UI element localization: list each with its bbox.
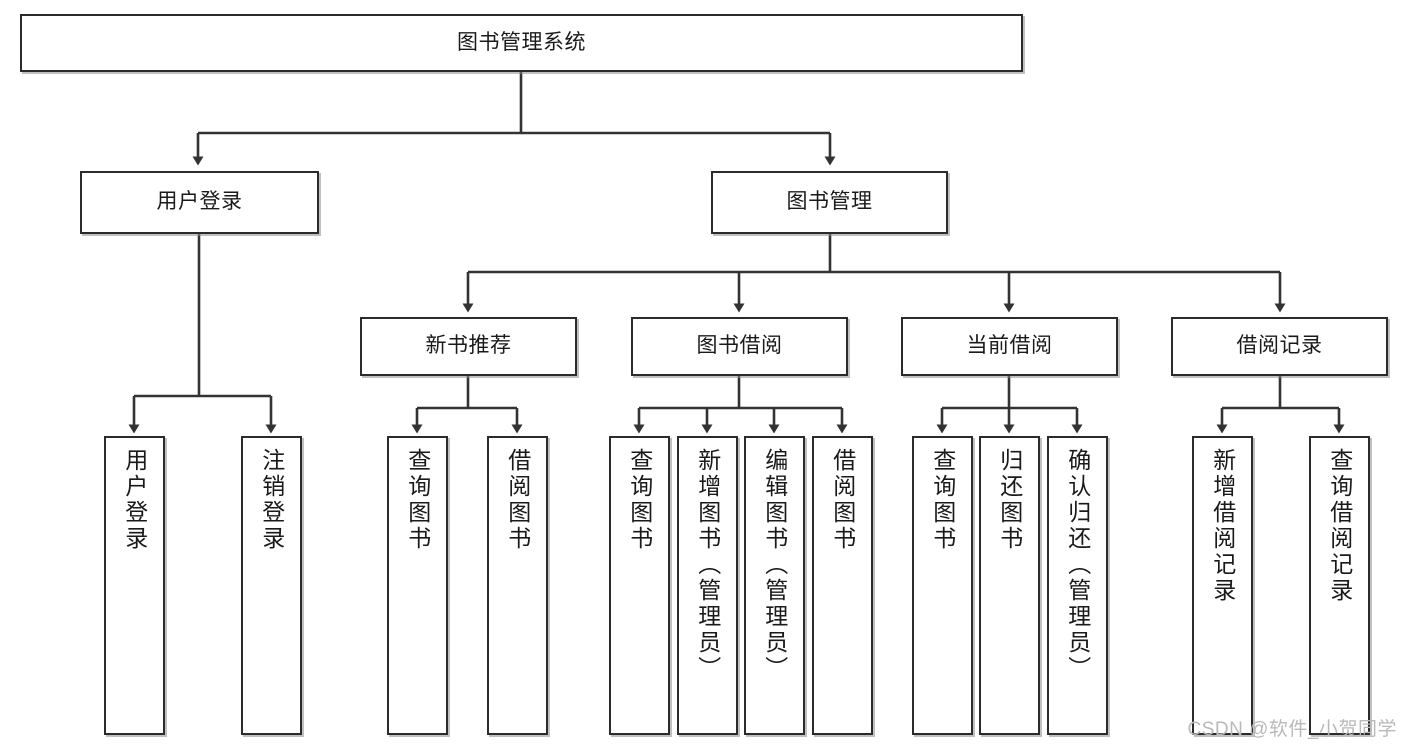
node-label: 归还图书	[996, 448, 1023, 552]
node-label: 当前借阅	[966, 334, 1053, 358]
node-label: 确认归还（管理员）	[1064, 448, 1091, 682]
leaf-return-book[interactable]: 归还图书	[979, 436, 1040, 735]
node-root-system[interactable]: 图书管理系统	[20, 14, 1023, 72]
leaf-edit-book[interactable]: 编辑图书（管理员）	[744, 436, 805, 735]
node-book-borrow[interactable]: 图书借阅	[631, 317, 848, 376]
node-label: 编辑图书（管理员）	[761, 448, 788, 682]
node-current-borrow[interactable]: 当前借阅	[901, 317, 1118, 376]
node-user-login[interactable]: 用户登录	[80, 171, 319, 234]
leaf-add-record[interactable]: 新增借阅记录	[1192, 436, 1253, 735]
leaf-query-record[interactable]: 查询借阅记录	[1309, 436, 1370, 735]
node-label: 查询图书	[626, 448, 653, 552]
node-label: 用户登录	[156, 190, 243, 214]
csdn-watermark: CSDN @软件_小贺同学	[1187, 719, 1397, 740]
leaf-query-book-2[interactable]: 查询图书	[609, 436, 670, 735]
node-label: 新书推荐	[425, 334, 512, 358]
leaf-user-logout[interactable]: 注销登录	[241, 436, 302, 735]
leaf-user-login[interactable]: 用户登录	[104, 436, 165, 735]
node-label: 用户登录	[121, 448, 148, 552]
node-label: 新增图书（管理员）	[694, 448, 721, 682]
node-label: 图书管理系统	[457, 30, 586, 54]
leaf-query-book-1[interactable]: 查询图书	[387, 436, 448, 735]
node-label: 新增借阅记录	[1209, 448, 1236, 604]
node-label: 注销登录	[258, 448, 285, 552]
node-label: 借阅图书	[504, 448, 531, 552]
node-borrow-record[interactable]: 借阅记录	[1171, 317, 1388, 376]
node-label: 借阅图书	[829, 448, 856, 552]
node-label: 查询图书	[404, 448, 431, 552]
node-label: 图书管理	[786, 190, 873, 214]
leaf-borrow-book-2[interactable]: 借阅图书	[812, 436, 873, 735]
node-label: 查询借阅记录	[1326, 448, 1353, 604]
node-label: 查询图书	[929, 448, 956, 552]
node-label: 图书借阅	[696, 334, 783, 358]
leaf-confirm-return[interactable]: 确认归还（管理员）	[1047, 436, 1108, 735]
node-label: 借阅记录	[1236, 334, 1323, 358]
leaf-add-book[interactable]: 新增图书（管理员）	[677, 436, 738, 735]
node-new-book-recommend[interactable]: 新书推荐	[360, 317, 577, 376]
leaf-borrow-book-1[interactable]: 借阅图书	[487, 436, 548, 735]
leaf-query-book-3[interactable]: 查询图书	[912, 436, 973, 735]
node-book-manage[interactable]: 图书管理	[711, 171, 948, 234]
